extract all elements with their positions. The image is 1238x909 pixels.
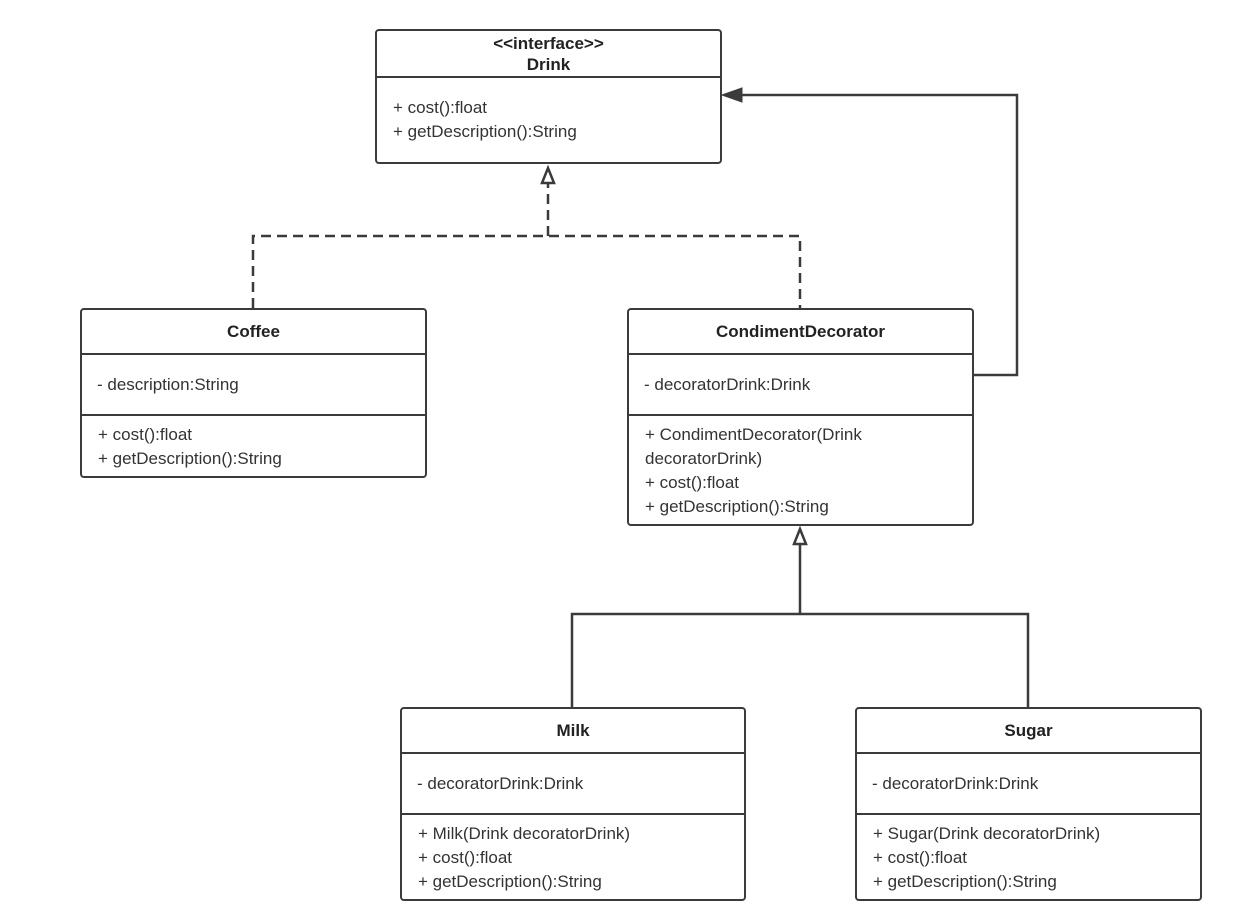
class-condiment-decorator-methods: + CondimentDecorator(Drink decoratorDrin… xyxy=(629,416,972,519)
class-coffee[interactable]: Coffee - description:String + cost():flo… xyxy=(80,308,427,478)
method-item: + getDescription():String xyxy=(873,872,1057,891)
class-drink[interactable]: <<interface>> Drink + cost():float + get… xyxy=(375,29,722,164)
attribute-item: - decoratorDrink:Drink xyxy=(872,773,1039,793)
class-condiment-decorator[interactable]: CondimentDecorator - decoratorDrink:Drin… xyxy=(627,308,974,526)
method-item: + getDescription():String xyxy=(645,497,829,516)
method-item: + getDescription():String xyxy=(393,122,577,141)
class-coffee-name: Coffee xyxy=(227,322,280,341)
method-item: + cost():float xyxy=(873,848,968,867)
generalization-arrowhead xyxy=(792,525,808,546)
method-item: + CondimentDecorator(Drink decoratorDrin… xyxy=(645,425,862,468)
class-sugar-name: Sugar xyxy=(1004,721,1053,740)
association-connector xyxy=(720,87,1019,377)
class-milk-header: Milk xyxy=(402,709,744,754)
method-item: + getDescription():String xyxy=(418,872,602,891)
class-milk-name: Milk xyxy=(556,721,590,740)
method-item: + cost():float xyxy=(645,473,740,492)
class-drink-stereotype: <<interface>> xyxy=(493,33,604,53)
method-item: + cost():float xyxy=(393,98,488,117)
method-item: + cost():float xyxy=(418,848,513,867)
class-coffee-attributes: - description:String xyxy=(82,355,425,416)
class-condiment-decorator-attributes: - decoratorDrink:Drink xyxy=(629,355,972,416)
realization-arrowhead xyxy=(540,164,556,185)
class-drink-header: <<interface>> Drink xyxy=(377,31,720,78)
method-item: + Sugar(Drink decoratorDrink) xyxy=(873,824,1101,843)
class-drink-name: Drink xyxy=(526,54,571,74)
class-milk[interactable]: Milk - decoratorDrink:Drink + Milk(Drink… xyxy=(400,707,746,901)
method-item: + getDescription():String xyxy=(98,449,282,468)
method-item: + Milk(Drink decoratorDrink) xyxy=(418,824,631,843)
class-milk-attributes: - decoratorDrink:Drink xyxy=(402,754,744,815)
class-coffee-methods: + cost():float + getDescription():String xyxy=(82,416,425,471)
association-arrowhead xyxy=(720,87,743,103)
method-item: + cost():float xyxy=(98,425,193,444)
class-milk-methods: + Milk(Drink decoratorDrink) + cost():fl… xyxy=(402,815,744,894)
attribute-item: - description:String xyxy=(97,374,239,394)
class-sugar-attributes: - decoratorDrink:Drink xyxy=(857,754,1200,815)
class-condiment-decorator-name: CondimentDecorator xyxy=(715,322,886,341)
class-drink-methods: + cost():float + getDescription():String xyxy=(377,78,720,144)
attribute-item: - decoratorDrink:Drink xyxy=(417,773,584,793)
attribute-item: - decoratorDrink:Drink xyxy=(644,374,811,394)
generalization-connector xyxy=(570,525,1030,708)
class-condiment-decorator-header: CondimentDecorator xyxy=(629,310,972,355)
class-sugar-methods: + Sugar(Drink decoratorDrink) + cost():f… xyxy=(857,815,1200,894)
class-sugar[interactable]: Sugar - decoratorDrink:Drink + Sugar(Dri… xyxy=(855,707,1202,901)
class-sugar-header: Sugar xyxy=(857,709,1200,754)
class-coffee-header: Coffee xyxy=(82,310,425,355)
realization-connector xyxy=(251,164,802,308)
